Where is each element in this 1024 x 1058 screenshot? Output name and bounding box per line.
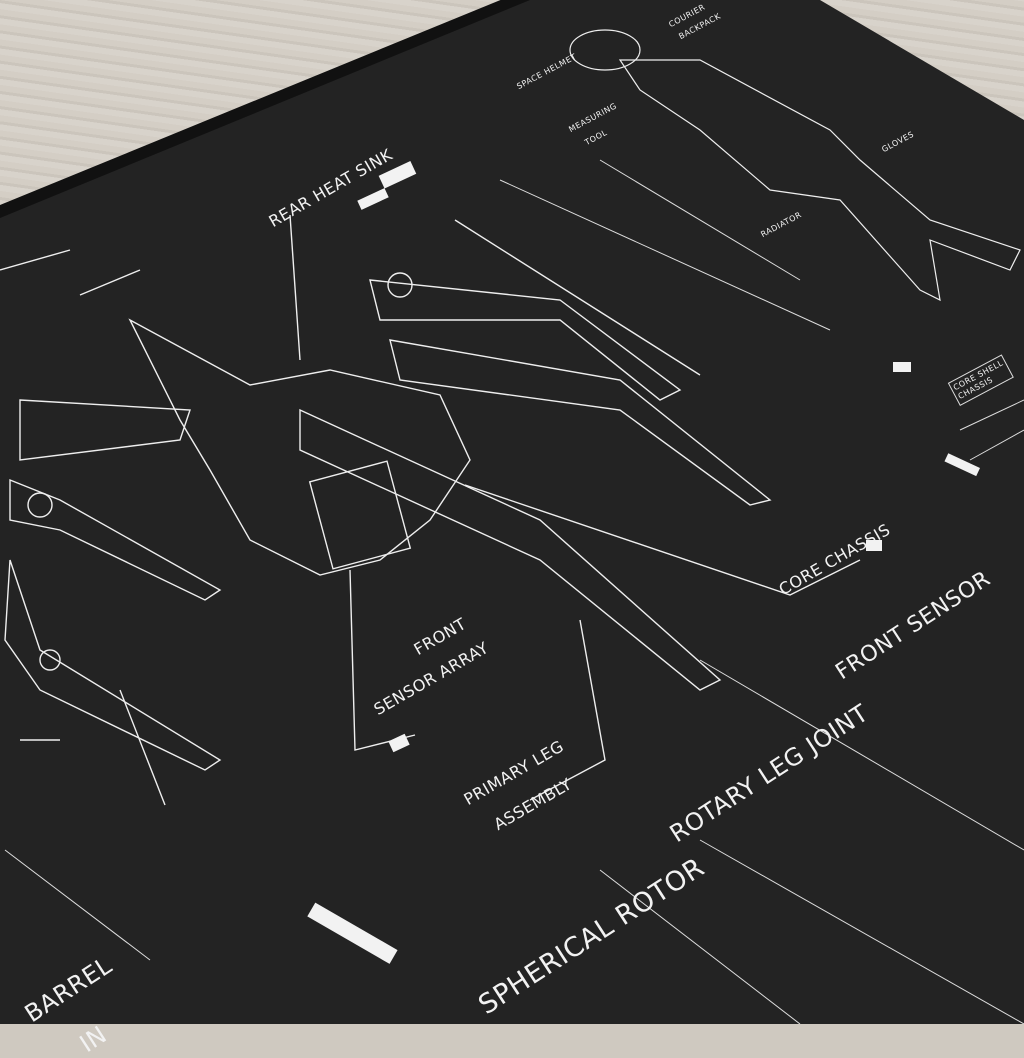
title-barrel-2: IN (74, 1020, 112, 1058)
poster-edge (0, 0, 530, 218)
astronaut-line-art (569, 29, 1021, 302)
robot-line-art (0, 214, 861, 806)
dimension-lines (4, 159, 1024, 1024)
marker-blocks (307, 161, 981, 964)
blueprint-poster (0, 0, 1024, 1024)
poster-sheet (0, 0, 1024, 1024)
